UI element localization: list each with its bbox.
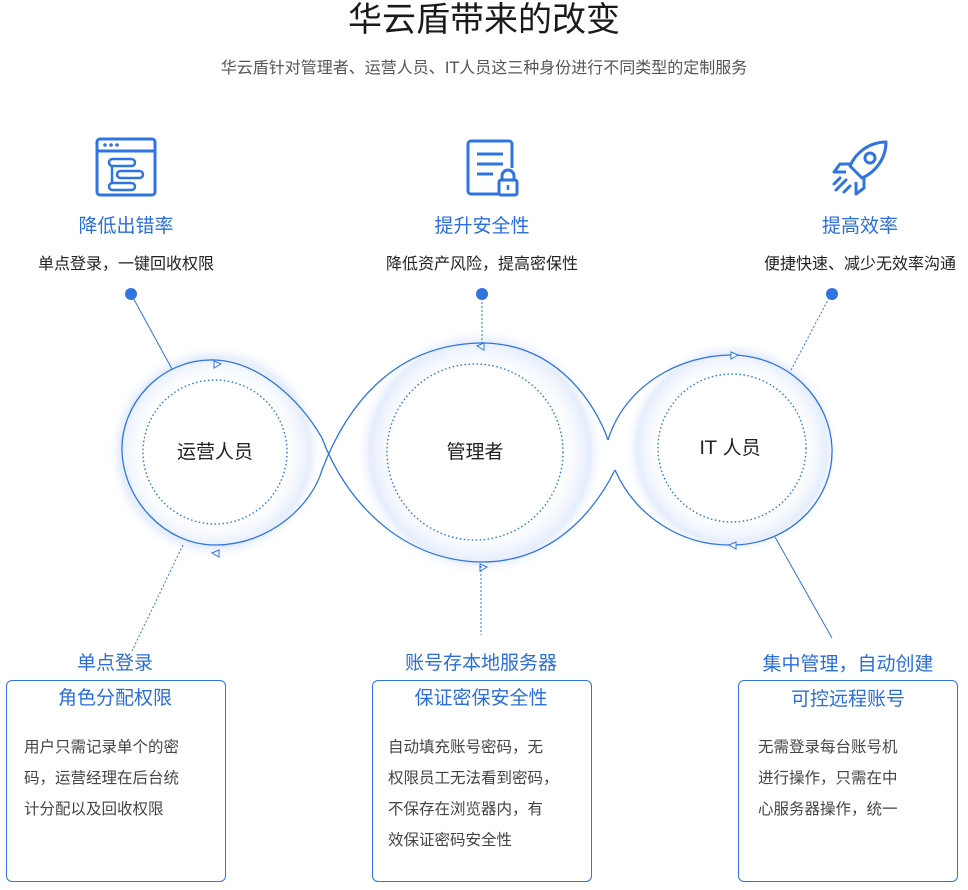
- card-text-line: 无需登录每台账号机: [758, 738, 898, 756]
- info-card-it: [738, 680, 958, 882]
- card-title-line2: 可控远程账号: [790, 688, 905, 710]
- card-text-line: 效保证密码安全性: [388, 831, 513, 849]
- feature-title-security: 提升安全性: [434, 215, 530, 237]
- feature-desc-efficiency: 便捷快速、减少无效率沟通: [763, 254, 956, 273]
- card-text-line: 不保存在浏览器内，有: [388, 800, 544, 818]
- info-card-operations: [6, 680, 226, 882]
- rocket-icon: [830, 138, 892, 198]
- card-text-line: 用户只需记录单个的密: [24, 738, 180, 756]
- connector-dot: [826, 288, 838, 300]
- connector-line: [789, 293, 832, 373]
- feature-title-error-rate: 降低出错率: [78, 215, 174, 237]
- connector-dot: [125, 288, 137, 300]
- card-text-line: 进行操作，只需在中: [758, 769, 898, 787]
- card-text-line: 权限员工无法看到密码，: [388, 769, 559, 787]
- page-subtitle: 华云盾针对管理者、运营人员、IT人员这三种身份进行不同类型的定制服务: [220, 58, 748, 77]
- connector-dot: [476, 288, 488, 300]
- card-text: 无需登录每台账号机 进行操作，只需在中 心服务器操作，统一: [758, 732, 954, 825]
- card-title-line2: 保证密保安全性: [414, 687, 548, 709]
- ring-inner-manager: [386, 363, 564, 541]
- connector-line: [129, 544, 184, 656]
- card-text-line: 心服务器操作，统一: [758, 800, 898, 818]
- document-lock-icon: [465, 138, 521, 200]
- feature-title-efficiency: 提高效率: [821, 215, 898, 237]
- connector-line: [130, 293, 173, 370]
- ring-inner-operations: [142, 379, 288, 525]
- card-title-line2: 角色分配权限: [57, 687, 172, 709]
- card-title-line1: 账号存本地服务器: [387, 651, 575, 675]
- feature-desc-security: 降低资产风险，提高密保性: [385, 254, 578, 273]
- flow-arrows: [210, 342, 740, 572]
- browser-flow-icon: [95, 137, 157, 199]
- role-label-it: IT 人员: [699, 437, 761, 459]
- info-card-manager: [372, 680, 592, 882]
- card-text-line: 自动填充账号密码，无: [388, 738, 544, 756]
- card-title-line1: 集中管理，自动创建: [748, 652, 948, 676]
- page-title: 华云盾带来的改变: [348, 0, 620, 40]
- feature-desc-error-rate: 单点登录，一键回收权限: [37, 254, 214, 273]
- card-text: 自动填充账号密码，无 权限员工无法看到密码， 不保存在浏览器内，有 效保证密码安…: [388, 732, 588, 856]
- card-text-line: 码，运营经理在后台统: [24, 769, 180, 787]
- role-label-manager: 管理者: [446, 441, 504, 463]
- card-title-line1: 单点登录: [40, 651, 190, 675]
- card-text-line: 计分配以及回收权限: [24, 800, 164, 818]
- role-label-operations: 运营人员: [176, 441, 253, 463]
- card-text: 用户只需记录单个的密 码，运营经理在后台统 计分配以及回收权限: [24, 732, 220, 825]
- ring-inner-it: [657, 373, 807, 523]
- connector-line: [774, 536, 833, 639]
- flow-path: [121, 342, 833, 563]
